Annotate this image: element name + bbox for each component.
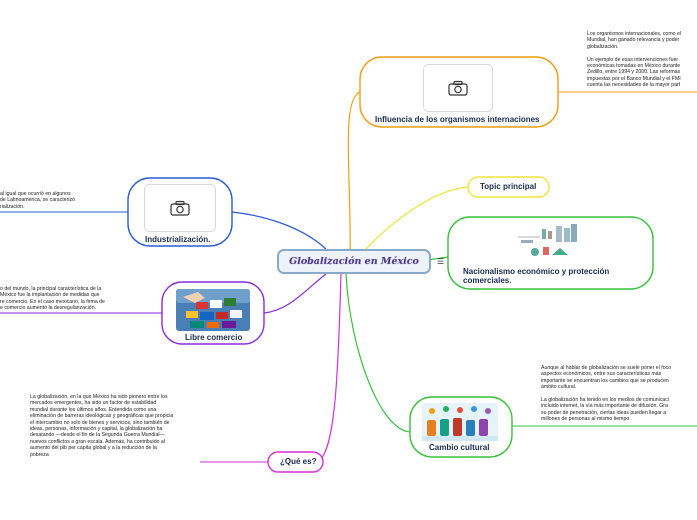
industrializacion-label: Industrialización.	[145, 235, 211, 244]
node-topic-border[interactable]	[467, 176, 550, 198]
libre-label: Libre comercio	[185, 333, 243, 342]
influencia-photo-placeholder	[423, 64, 493, 112]
central-topic-title: Globalización en México	[289, 256, 419, 267]
camera-icon	[448, 80, 468, 96]
industrializacion-photo-placeholder	[144, 184, 216, 232]
connector-que	[317, 273, 342, 463]
central-topic[interactable]: Globalización en México	[277, 249, 431, 274]
connector-cambio	[345, 273, 411, 433]
que-label: ¿Qué es?	[280, 457, 317, 466]
influencia-label: Influencia de los organismos internacion…	[375, 115, 540, 124]
connector-industrializacion	[231, 211, 327, 250]
topic-label: Topic principal	[480, 182, 537, 191]
nacionalismo-label: Nacionalismo económico y protección come…	[463, 267, 610, 285]
cambio-cultural-image	[422, 403, 498, 441]
libre-comercio-image	[176, 289, 250, 331]
menu-icon[interactable]: ☰	[437, 257, 445, 266]
connector-libre	[263, 273, 327, 314]
camera-icon	[170, 200, 190, 216]
cambio-note: Aunque al hablar de globalización se sue…	[541, 365, 672, 423]
industrializacion-note: al igual que ocurrió en algunos de Latin…	[0, 191, 75, 210]
node-que-border[interactable]	[267, 451, 324, 473]
que-note: La globalización, en la que México ha si…	[30, 394, 174, 458]
cambio-label: Cambio cultural	[429, 443, 490, 452]
connector-influencia	[347, 91, 361, 263]
libre-note: o del mundo, la principal característica…	[0, 286, 105, 312]
nacionalismo-illustration	[516, 224, 578, 258]
influencia-note: Los organismos internacionales, como el …	[587, 31, 682, 89]
